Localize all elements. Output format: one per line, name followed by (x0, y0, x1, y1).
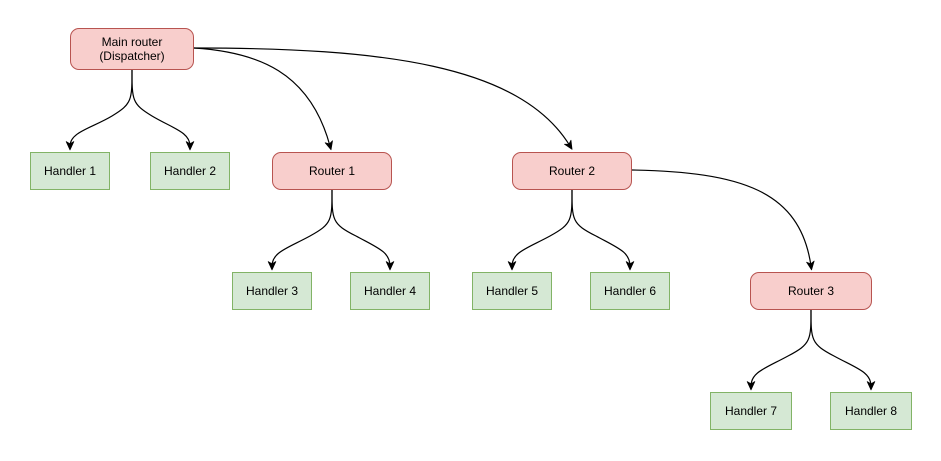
node-label-handler2: Handler 2 (163, 164, 217, 178)
node-handler5[interactable]: Handler 5 (472, 272, 552, 310)
node-main[interactable]: Main router (Dispatcher) (70, 28, 194, 70)
node-label-handler5: Handler 5 (485, 284, 539, 298)
edge-router2-to-router3 (631, 169, 815, 271)
node-handler2[interactable]: Handler 2 (150, 152, 230, 190)
node-handler4[interactable]: Handler 4 (350, 272, 430, 310)
edge-main-to-router2 (193, 47, 573, 150)
node-router3[interactable]: Router 3 (750, 272, 872, 310)
node-label-handler3: Handler 3 (245, 284, 299, 298)
edge-router1-to-handler4 (331, 189, 395, 271)
edge-router2-to-handler5 (507, 189, 573, 271)
node-label-router2: Router 2 (548, 164, 596, 178)
node-handler6[interactable]: Handler 6 (590, 272, 670, 310)
node-label-router1: Router 1 (308, 164, 356, 178)
node-handler1[interactable]: Handler 1 (30, 152, 110, 190)
node-label-router3: Router 3 (787, 284, 835, 298)
edge-main-to-router1 (193, 47, 333, 151)
edges-group (65, 47, 876, 391)
node-router2[interactable]: Router 2 (512, 152, 632, 190)
node-handler7[interactable]: Handler 7 (710, 392, 792, 430)
edge-main-to-handler1 (65, 69, 133, 151)
node-label-handler4: Handler 4 (363, 284, 417, 298)
node-label-handler7: Handler 7 (724, 404, 778, 418)
edge-router2-to-handler6 (571, 189, 635, 271)
edge-router3-to-handler7 (746, 309, 812, 391)
edge-main-to-handler2 (131, 69, 195, 151)
edge-router1-to-handler3 (267, 189, 333, 271)
node-router1[interactable]: Router 1 (272, 152, 392, 190)
node-label-handler1: Handler 1 (43, 164, 97, 178)
node-handler3[interactable]: Handler 3 (232, 272, 312, 310)
node-label-main: Main router (Dispatcher) (99, 35, 165, 63)
edge-router3-to-handler8 (810, 309, 876, 391)
node-label-handler8: Handler 8 (844, 404, 898, 418)
node-label-handler6: Handler 6 (603, 284, 657, 298)
node-handler8[interactable]: Handler 8 (830, 392, 912, 430)
